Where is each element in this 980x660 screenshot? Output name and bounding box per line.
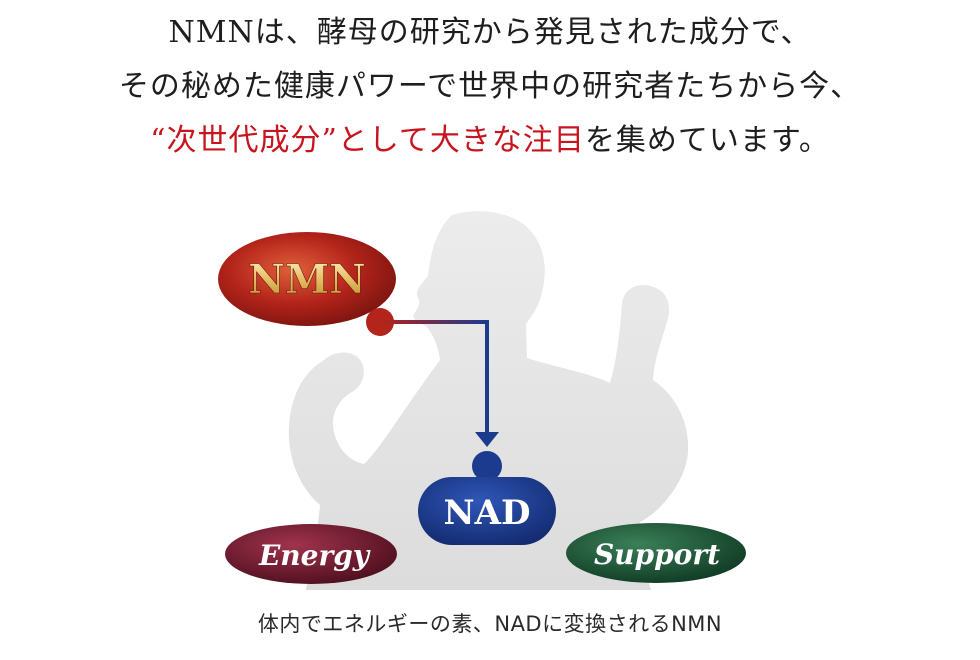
nad-pill [418,477,556,545]
diagram-caption: 体内でエネルギーの素、NADに変換されるNMN [257,612,723,636]
nad-top-dot [472,451,502,481]
nad-label: NAD [444,493,531,533]
support-oval [566,523,746,583]
nad-arrow-head [475,432,499,447]
headline-accent: “次世代成分”として大きな注目 [150,123,585,158]
energy-oval [225,524,397,584]
headline-rest: を集めています。 [584,123,830,158]
energy-label: Energy [258,539,371,572]
support-label: Support [594,538,720,571]
headline-line-3: “次世代成分”として大きな注目を集めています。 [0,114,980,168]
headline-line-1: NMNは、酵母の研究から発見された成分で、 [168,15,812,50]
nmn-to-nad-line [380,320,489,434]
headline: NMNは、酵母の研究から発見された成分で、 その秘めた健康パワーで世界中の研究者… [0,6,980,168]
headline-line-2: その秘めた健康パワーで世界中の研究者たちから今、 [118,69,862,104]
nmn-oval [218,232,396,326]
nmn-label: NMN [248,256,365,303]
